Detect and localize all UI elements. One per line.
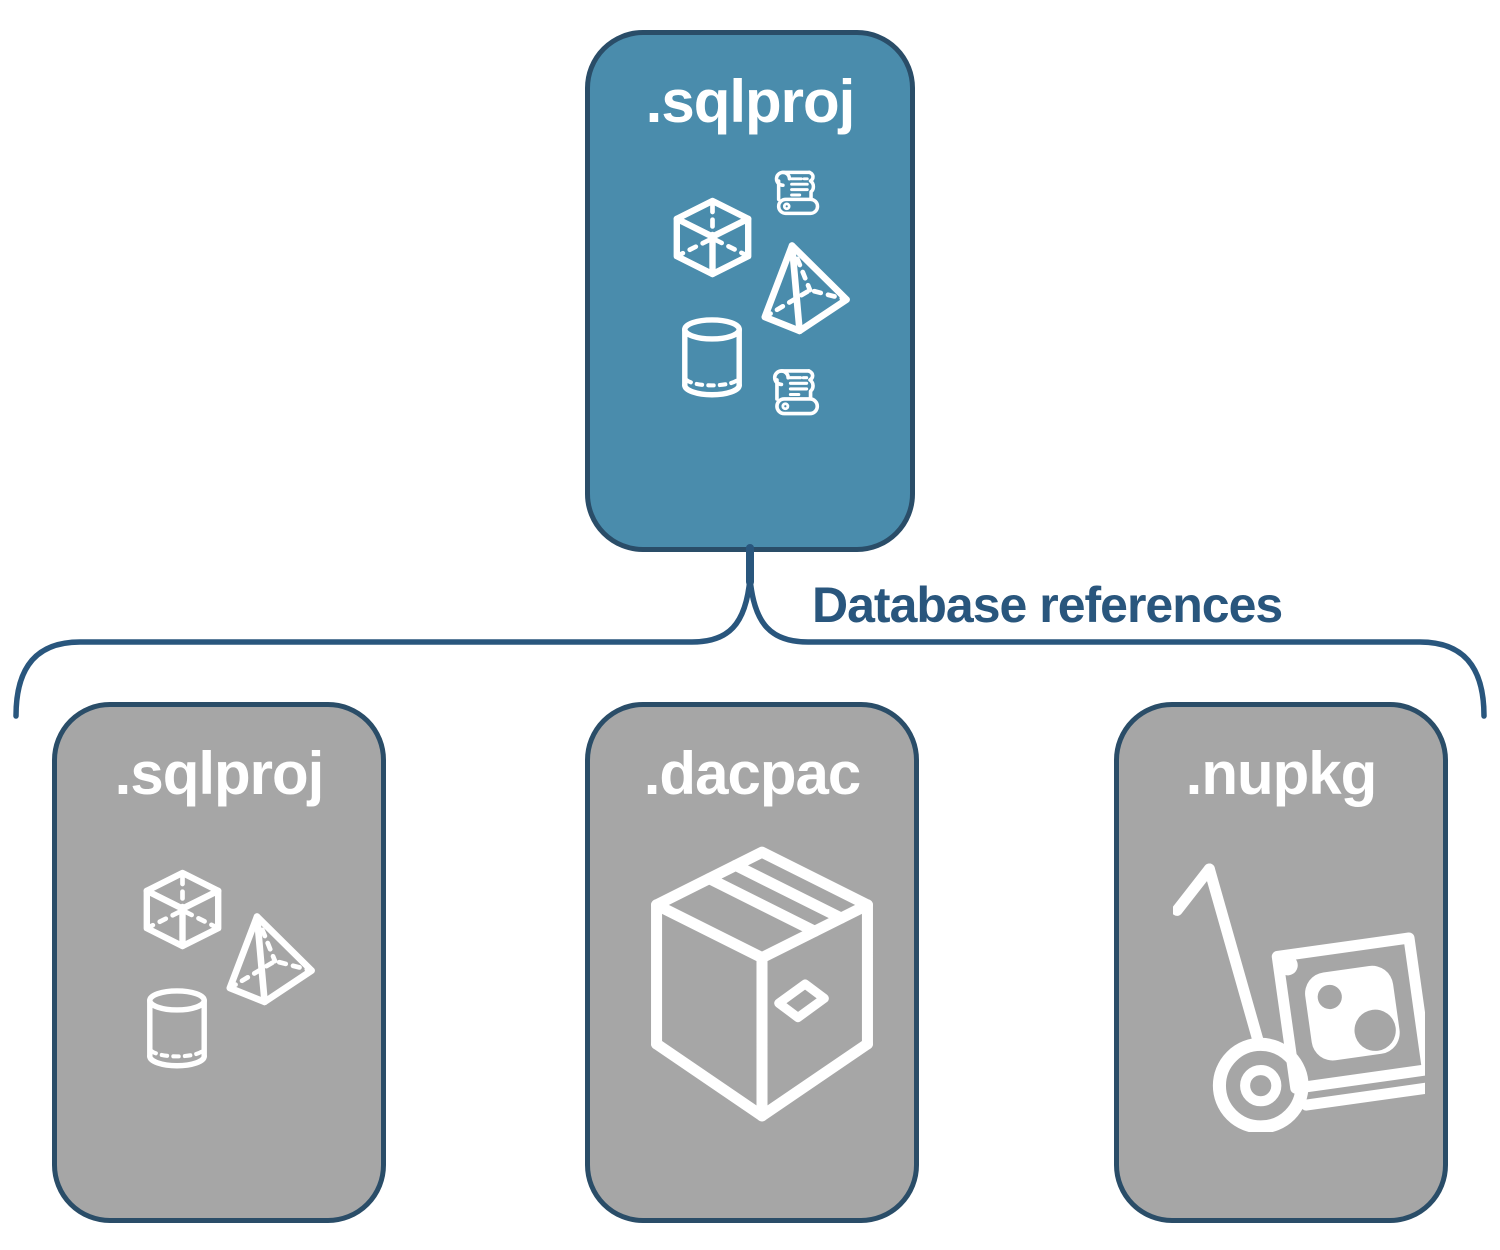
hand-truck-package-icon [1173,860,1425,1132]
child-node-title: .nupkg [1185,740,1378,807]
cylinder-icon [143,987,211,1071]
child-node-sqlproj: .sqlproj [52,702,386,1223]
child-node-nupkg: .nupkg [1114,702,1448,1223]
pyramid-icon [215,911,317,1006]
scroll-icon [768,366,824,423]
cylinder-icon [678,316,746,400]
child-node-title: .sqlproj [114,740,325,807]
cube-icon [140,867,225,952]
child-node-title: .dacpac [643,740,861,807]
pyramid-icon [750,240,852,335]
scroll-icon [770,167,824,223]
connector-label: Database references [812,577,1283,633]
child-node-dacpac: .dacpac [585,702,919,1223]
root-node-sqlproj: .sqlproj [585,30,915,552]
package-box-icon [642,845,882,1123]
root-node-title: .sqlproj [645,68,856,135]
cube-icon [670,195,755,280]
